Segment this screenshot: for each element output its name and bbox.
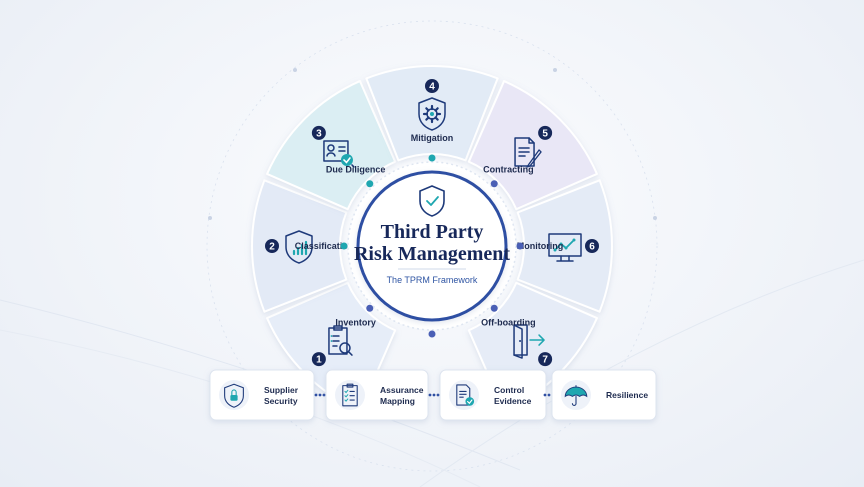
capability-connector-dot (318, 393, 322, 397)
ring-dot (340, 242, 348, 250)
capability-label-line1: Supplier (264, 385, 299, 395)
stage-label: Contracting (483, 165, 534, 175)
monitor-chart-icon (548, 233, 582, 262)
stage-number: 3 (316, 128, 322, 139)
shield-gear-icon (418, 97, 446, 131)
stage-number-badge (265, 239, 279, 253)
document-check-icon (456, 384, 475, 406)
umbrella-icon (564, 385, 588, 406)
capability-connector-dot (436, 393, 440, 397)
stage-number-badge (311, 125, 326, 140)
stage-number: 6 (589, 242, 595, 253)
shield-bars-icon (285, 230, 313, 264)
capability-connector-dot (432, 393, 436, 397)
door-exit-icon (513, 324, 545, 359)
capability-connector-dot (547, 393, 551, 397)
ring-dot (366, 180, 374, 188)
center-hub: Third Party Risk Management The TPRM Fra… (347, 161, 517, 331)
capability-label-line1: Control (494, 385, 524, 395)
center-title-line1: Third Party (381, 221, 484, 243)
capability-label-line1: Assurance (380, 385, 424, 395)
stage-number: 4 (429, 82, 435, 93)
document-pen-icon (514, 137, 542, 168)
capability-label-line2: Evidence (494, 396, 532, 406)
center-title-line2: Risk Management (354, 243, 510, 265)
capability-bar: SupplierSecurityAssuranceMappingControlE… (209, 369, 657, 421)
checklist-icon (342, 383, 358, 407)
stage-number-badge (585, 239, 599, 253)
stage-number-badge (425, 79, 439, 93)
ring-dot (490, 180, 498, 188)
stage-label: Inventory (335, 317, 376, 327)
ring-dot (490, 304, 498, 312)
center-subtitle: The TPRM Framework (387, 275, 478, 285)
ring-dot (428, 154, 436, 162)
id-card-check-icon (323, 140, 355, 168)
segment-shape (467, 80, 598, 211)
capability-label-line1: Resilience (606, 390, 648, 400)
capability-connector-dot (322, 393, 326, 397)
ring-dot (428, 330, 436, 338)
segment-shape (251, 179, 348, 313)
capability-label-line2: Mapping (380, 396, 415, 406)
stage-label: Mitigation (411, 133, 454, 143)
shield-lock-icon (224, 383, 244, 408)
stage-label: Due Diligence (326, 165, 386, 175)
clipboard-search-icon (328, 325, 353, 356)
ring-dot (516, 242, 524, 250)
capability-card[interactable]: Resilience (551, 369, 657, 421)
stage-6-segment[interactable]: 6 Monitoring (516, 179, 613, 313)
stage-label: Classification (295, 241, 354, 251)
stage-number: 5 (542, 128, 548, 139)
shield-check-icon (419, 185, 445, 217)
capability-connector-dot (428, 393, 432, 397)
stage-number-badge (538, 125, 553, 140)
stage-number: 2 (269, 242, 275, 253)
stage-label: Monitoring (517, 241, 564, 251)
stage-label: Off-boarding (481, 317, 536, 327)
stage-2-segment[interactable]: 2 Classification (251, 179, 354, 313)
ring-connector-dots (340, 154, 524, 338)
stage-number: 1 (316, 355, 322, 366)
capability-label-line2: Security (264, 396, 298, 406)
ring-dot (366, 304, 374, 312)
stage-number-badge (538, 352, 553, 367)
capability-connector-dot (543, 393, 547, 397)
capability-connector-dot (314, 393, 318, 397)
stage-number: 7 (542, 355, 548, 366)
stage-number-badge (311, 352, 326, 367)
